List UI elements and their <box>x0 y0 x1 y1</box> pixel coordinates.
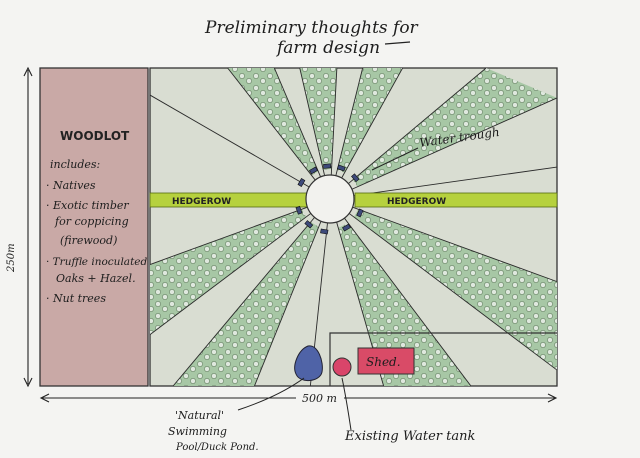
water-trough <box>297 178 306 187</box>
water-trough <box>304 220 314 229</box>
hedgerow-right-label: HEDGEROW <box>387 197 446 207</box>
water-trough <box>351 173 360 183</box>
water-trough <box>323 163 332 169</box>
radial-fences <box>149 67 558 387</box>
height-dimension-label: 250m <box>6 243 17 273</box>
radial-fence-line <box>352 206 558 283</box>
tree-wedge-canopy <box>299 68 337 170</box>
tree-wedge-canopy <box>227 68 319 176</box>
woodlot-intro: includes: <box>50 158 100 171</box>
water-troughs <box>295 163 364 235</box>
central-hub <box>305 174 355 224</box>
water-tank <box>332 357 352 377</box>
radial-fence-line <box>353 166 558 197</box>
water-tank-label: Existing Water tank <box>344 429 475 444</box>
radial-fence-line <box>227 67 316 181</box>
woodlot-item-5: · Truffle inoculated <box>46 256 148 268</box>
woodlot-item-4: (firewood) <box>60 234 117 247</box>
duck-pond <box>294 345 323 381</box>
radial-fence-line <box>348 67 487 184</box>
yard-enclosure <box>329 332 557 386</box>
radial-fence-line <box>344 217 472 387</box>
pond-label-line-1: 'Natural' <box>175 409 224 422</box>
hedgerow-right <box>354 192 558 208</box>
width-dimension-label: 500 m <box>302 392 337 405</box>
hedgerow-left-label: HEDGEROW <box>172 197 231 207</box>
radial-fence-line <box>341 67 404 179</box>
water-trough <box>309 166 318 175</box>
radial-fence-line <box>172 217 315 387</box>
radial-fence-line <box>149 94 310 188</box>
radial-fence-line <box>299 67 326 176</box>
water-trough <box>342 223 351 232</box>
radial-fence-line <box>149 206 308 265</box>
tree-wedge-canopy <box>353 209 557 371</box>
pond-label-line-2: Swimming <box>168 425 227 438</box>
radial-fence-line <box>335 67 364 176</box>
woodlot-item-7: · Nut trees <box>46 292 106 305</box>
radial-fence-line <box>330 67 338 176</box>
woodlot-heading: WOODLOT <box>60 129 130 143</box>
water-trough-pointer <box>371 147 419 171</box>
water-trough <box>336 164 346 172</box>
water-trough <box>320 228 329 235</box>
width-label-bg <box>296 392 344 404</box>
shed-label: Shed. <box>366 355 401 369</box>
tree-wedge-canopy <box>337 68 403 173</box>
tank-pointer <box>341 377 352 431</box>
pond-label-line-3: Pool/Duck Pond. <box>175 442 259 453</box>
tree-wedges <box>150 68 557 386</box>
radial-fence-line <box>348 213 558 371</box>
tree-wedge-canopy <box>173 221 319 386</box>
height-dimension <box>23 66 33 388</box>
woodlot-item-3: for coppicing <box>54 215 129 228</box>
shed <box>357 347 415 375</box>
pond-pointer <box>237 377 305 411</box>
tree-wedge-canopy <box>338 222 471 386</box>
radial-fence-line <box>149 213 312 335</box>
water-trough <box>295 205 303 215</box>
woodlot-item-1: · Natives <box>46 179 96 192</box>
tree-wedge-canopy <box>150 209 307 335</box>
title-line-1: Preliminary thoughts for <box>204 18 419 38</box>
radial-fence-line <box>351 97 558 190</box>
title-line-2: farm design <box>275 38 380 58</box>
title-dash <box>384 41 411 45</box>
tree-wedge-canopy <box>352 68 557 187</box>
water-trough <box>356 208 364 218</box>
woodlot-area <box>39 67 149 387</box>
radial-fence-line <box>273 67 322 178</box>
radial-fence-line <box>254 221 322 387</box>
woodlot-item-6: Oaks + Hazel. <box>56 272 136 285</box>
woodlot-item-2: · Exotic timber <box>46 199 129 212</box>
